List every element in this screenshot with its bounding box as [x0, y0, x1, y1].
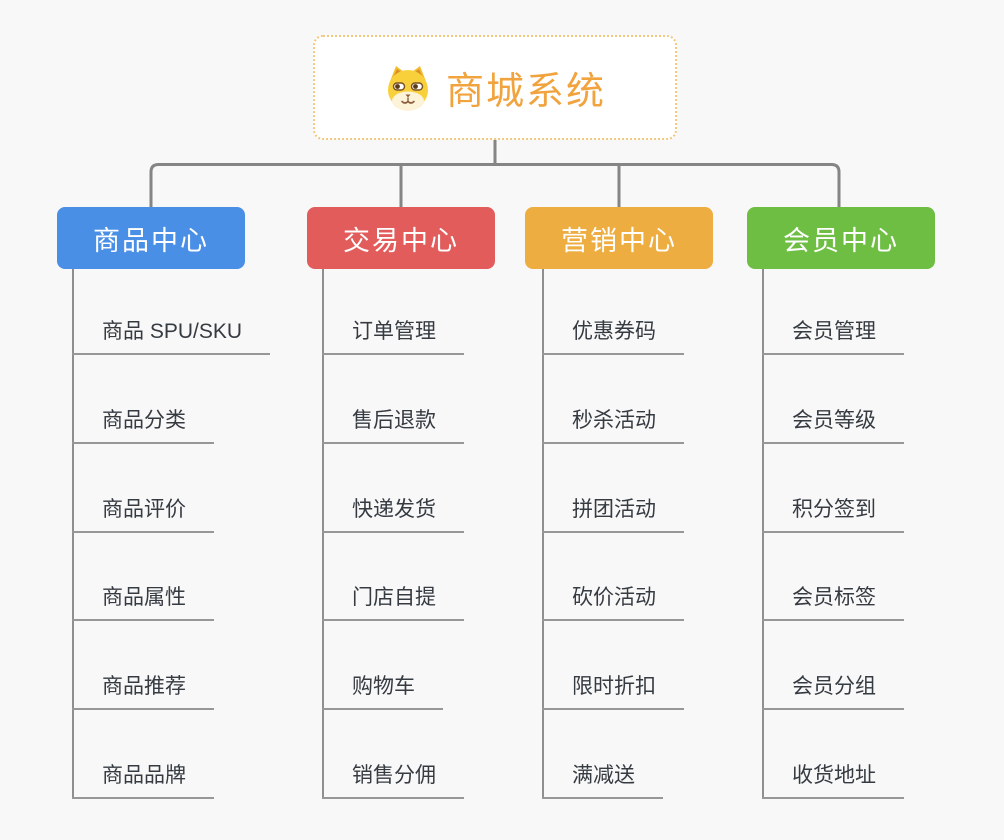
leaf-item-flash-sale[interactable]: 秒杀活动 — [542, 404, 684, 444]
branch-node-marketing-center[interactable]: 营销中心 — [525, 207, 713, 269]
branch-label: 交易中心 — [343, 225, 459, 256]
branch-label: 会员中心 — [783, 225, 899, 256]
leaf-item-sales-commission[interactable]: 销售分佣 — [322, 759, 464, 799]
leaf-item-after-sale-refund[interactable]: 售后退款 — [322, 404, 464, 444]
leaf-item-shipping-address[interactable]: 收货地址 — [762, 759, 904, 799]
leaf-item-product-category[interactable]: 商品分类 — [72, 404, 214, 444]
root-title: 商城系统 — [445, 71, 606, 113]
leaf-item-member-management[interactable]: 会员管理 — [762, 315, 904, 355]
branch-label: 商品中心 — [93, 225, 209, 256]
leaf-item-points-checkin[interactable]: 积分签到 — [762, 493, 904, 533]
dog-icon — [387, 65, 428, 111]
leaf-item-store-pickup[interactable]: 门店自提 — [322, 581, 464, 621]
branch-node-member-center[interactable]: 会员中心 — [747, 207, 935, 269]
root-node-mall-system[interactable]: 商城系统 — [313, 35, 677, 140]
leaf-item-product-recommend[interactable]: 商品推荐 — [72, 670, 214, 710]
branch-node-trade-center[interactable]: 交易中心 — [307, 207, 495, 269]
leaf-item-shopping-cart[interactable]: 购物车 — [322, 670, 443, 710]
leaf-item-express-delivery[interactable]: 快递发货 — [322, 493, 464, 533]
leaf-item-product-review[interactable]: 商品评价 — [72, 493, 214, 533]
branch-bus-line — [149, 163, 841, 207]
branch-spine-line — [542, 269, 544, 799]
leaf-item-product-spu-sku[interactable]: 商品 SPU/SKU — [72, 315, 271, 355]
leaf-item-spend-and-save[interactable]: 满减送 — [542, 759, 663, 799]
branch-node-product-center[interactable]: 商品中心 — [57, 207, 245, 269]
leaf-item-order-management[interactable]: 订单管理 — [322, 315, 464, 355]
branch-label: 营销中心 — [561, 225, 677, 256]
leaf-item-limited-time-discount[interactable]: 限时折扣 — [542, 670, 684, 710]
branch-spine-line — [762, 269, 764, 799]
leaf-item-coupon-code[interactable]: 优惠券码 — [542, 315, 684, 355]
leaf-item-bargain-activity[interactable]: 砍价活动 — [542, 581, 684, 621]
leaf-item-member-tag[interactable]: 会员标签 — [762, 581, 904, 621]
branch-spine-line — [322, 269, 324, 799]
leaf-item-product-brand[interactable]: 商品品牌 — [72, 759, 214, 799]
leaf-item-group-buy[interactable]: 拼团活动 — [542, 493, 684, 533]
branch-spine-line — [72, 269, 74, 799]
leaf-item-member-group[interactable]: 会员分组 — [762, 670, 904, 710]
leaf-item-product-attribute[interactable]: 商品属性 — [72, 581, 214, 621]
leaf-item-member-level[interactable]: 会员等级 — [762, 404, 904, 444]
